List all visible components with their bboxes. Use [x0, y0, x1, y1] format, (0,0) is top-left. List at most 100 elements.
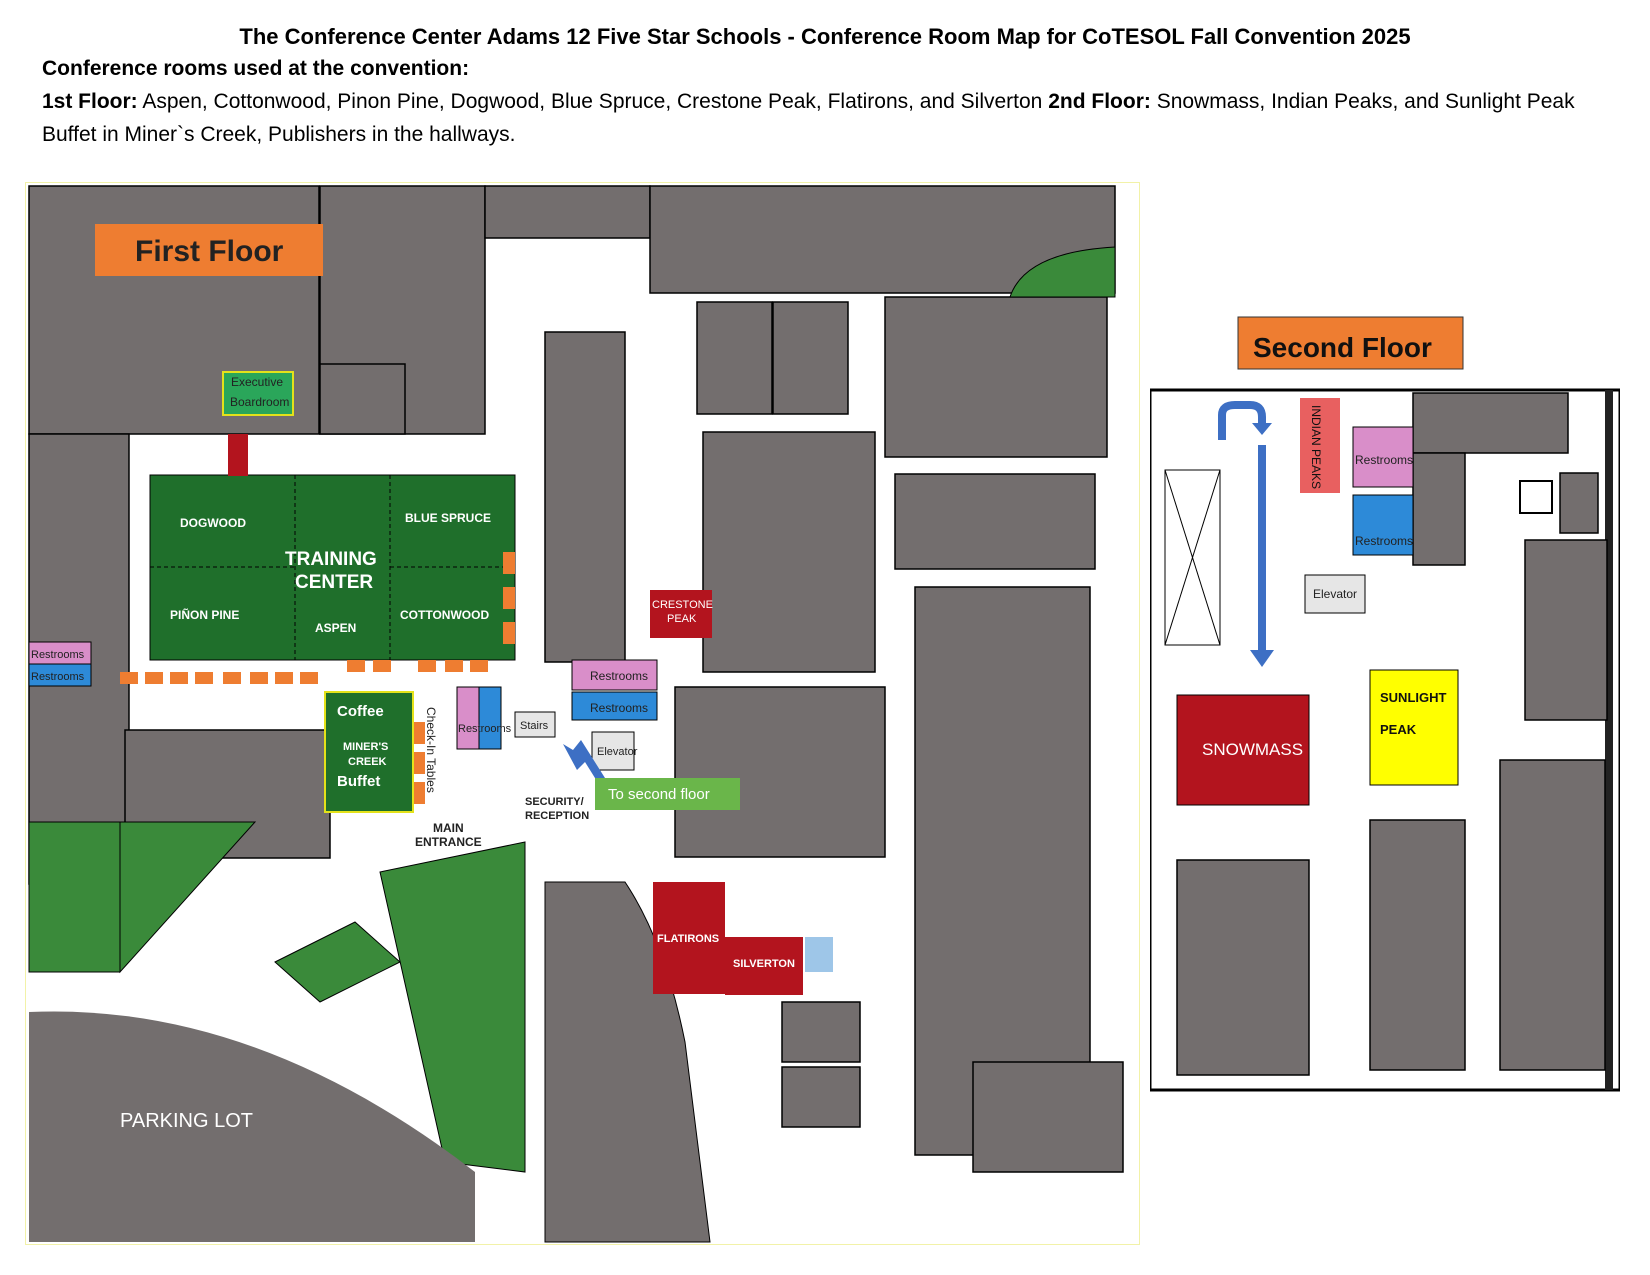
- to-second-floor-label: To second floor: [608, 786, 710, 803]
- training-label-1: TRAINING: [285, 549, 377, 570]
- training-entry-red: [228, 434, 248, 476]
- second-floor-label: 2nd Floor:: [1048, 90, 1151, 113]
- checkin-tables-label: Check-In Tables: [424, 707, 438, 793]
- elevator-label: Elevator: [597, 746, 638, 758]
- silverton-label: SILVERTON: [733, 958, 795, 970]
- building-n3: [319, 363, 406, 435]
- right-wall: [1605, 390, 1613, 1090]
- building-s2: [781, 1066, 861, 1128]
- crestone-peak-room[interactable]: [650, 590, 712, 638]
- building-crestone-block: [702, 431, 876, 673]
- building-sq1: [696, 301, 773, 415]
- rooms-heading: Conference rooms used at the convention:: [42, 57, 470, 80]
- restrooms-pink-center-label: Restrooms: [590, 669, 648, 683]
- restrooms-left-label-2: Restrooms: [31, 671, 85, 683]
- building-e1: [894, 473, 1096, 570]
- sunlight-label-1: SUNLIGHT: [1380, 690, 1447, 705]
- to-second-floor-label-box: [595, 778, 740, 810]
- buffet-publishers-note: Buffet in Miner`s Creek, Publishers in t…: [42, 123, 516, 146]
- publisher-tables: [120, 552, 515, 804]
- lawn-sw: [28, 821, 121, 973]
- indian-peaks-room[interactable]: [1300, 398, 1340, 493]
- second-floor-heading: Second Floor: [1253, 332, 1432, 363]
- rooms-list: 1st Floor: Aspen, Cottonwood, Pinon Pine…: [42, 90, 1575, 114]
- restrooms-mid-pink: [456, 686, 480, 750]
- restrooms-pink-2f-label: Restrooms: [1355, 453, 1413, 467]
- main-entrance-label-2: ENTRANCE: [415, 835, 482, 849]
- main-entrance-label-1: MAIN: [433, 821, 464, 835]
- first-floor-rooms: Aspen, Cottonwood, Pinon Pine, Dogwood, …: [137, 90, 1049, 113]
- crestone-label-1: CRESTONE: [652, 599, 713, 611]
- building-s1: [781, 1001, 861, 1063]
- restrooms-pink-center: [571, 659, 658, 691]
- lawn-ne-corner: [1009, 246, 1116, 298]
- miners-label-2: CREEK: [348, 756, 387, 768]
- parking-lot: [29, 1011, 475, 1242]
- small-blue-room: [805, 937, 833, 972]
- elevator-2f-label: Elevator: [1313, 587, 1357, 601]
- security-label-2: RECEPTION: [525, 810, 589, 822]
- first-floor-heading-box: [95, 224, 323, 276]
- stairs-label: Stairs: [520, 720, 549, 732]
- miners-creek-buffet[interactable]: [324, 691, 414, 813]
- snowmass-label: SNOWMASS: [1202, 740, 1303, 759]
- block-s3: [1499, 759, 1606, 1071]
- first-floor-map: PARKING LOT DOGWOOD BLUE SPRUCE TRAINING…: [25, 182, 1140, 1245]
- training-label-2: CENTER: [295, 572, 373, 593]
- flatirons-room[interactable]: [653, 882, 725, 994]
- to-second-floor-arrow: [563, 740, 605, 786]
- building-se: [972, 1061, 1124, 1173]
- flatirons-label: FLATIRONS: [657, 933, 719, 945]
- silverton-room[interactable]: [725, 937, 803, 995]
- first-floor-label: 1st Floor:: [42, 90, 138, 113]
- block-e1: [1524, 539, 1608, 721]
- executive-boardroom[interactable]: [222, 371, 294, 416]
- building-col1: [544, 331, 626, 663]
- restrooms-blue-center: [571, 691, 658, 721]
- block-ne: [1412, 392, 1569, 454]
- second-floor-path-arrow: [1218, 401, 1266, 440]
- building-n2: [484, 185, 651, 239]
- second-floor-rooms: Snowmass, Indian Peaks, and Sunlight Pea…: [1150, 90, 1575, 113]
- block-s2: [1369, 819, 1466, 1071]
- parking-lot-label: PARKING LOT: [120, 1110, 253, 1132]
- executive-label-1: Executive: [231, 375, 283, 389]
- aspen-label: ASPEN: [315, 621, 356, 635]
- security-label-1: SECURITY/: [525, 796, 584, 808]
- dogwood-label: DOGWOOD: [180, 516, 246, 530]
- sunlight-label-2: PEAK: [1380, 722, 1417, 737]
- block-s1: [1176, 859, 1310, 1076]
- buffet-label: Buffet: [337, 773, 380, 790]
- cottonwood-label: COTTONWOOD: [400, 608, 489, 622]
- restrooms-mid-label: Restrooms: [458, 723, 512, 735]
- restrooms-pink-2f: [1352, 426, 1414, 488]
- first-floor-heading: First Floor: [135, 235, 284, 268]
- building-big-ne: [884, 296, 1108, 458]
- elevator-box[interactable]: [591, 731, 635, 771]
- executive-label-2: Boardroom: [230, 395, 289, 409]
- coffee-label: Coffee: [337, 703, 384, 720]
- block-e0: [1559, 472, 1599, 534]
- restrooms-left-label-1: Restrooms: [31, 649, 85, 661]
- snowmass-room[interactable]: [1176, 694, 1310, 806]
- lawn-center: [379, 841, 526, 1173]
- miners-label-1: MINER'S: [343, 741, 388, 753]
- elevator-2f[interactable]: [1304, 574, 1366, 614]
- indian-peaks-label: INDIAN PEAKS: [1309, 405, 1323, 489]
- building-sq2: [772, 301, 849, 415]
- second-floor-map: Second Floor INDIAN PEAKS Restrooms Rest…: [1150, 316, 1620, 1092]
- sunlight-peak-room[interactable]: [1369, 669, 1459, 786]
- building-center: [674, 686, 886, 858]
- restrooms-mid-blue: [478, 686, 502, 750]
- page-title: The Conference Center Adams 12 Five Star…: [239, 24, 1411, 49]
- lawn-sw2: [119, 821, 257, 974]
- restrooms-blue-center-label: Restrooms: [590, 701, 648, 715]
- pinon-pine-label: PIÑON PINE: [170, 607, 239, 622]
- crestone-label-2: PEAK: [667, 613, 697, 625]
- restrooms-blue-2f-label: Restrooms: [1355, 534, 1413, 548]
- stairs-box[interactable]: [514, 711, 556, 738]
- blue-spruce-label: BLUE SPRUCE: [405, 511, 491, 525]
- training-center[interactable]: DOGWOOD BLUE SPRUCE TRAINING CENTER PIÑO…: [149, 474, 516, 661]
- second-floor-heading-box: [1237, 316, 1464, 370]
- restrooms-blue-2f: [1352, 494, 1414, 556]
